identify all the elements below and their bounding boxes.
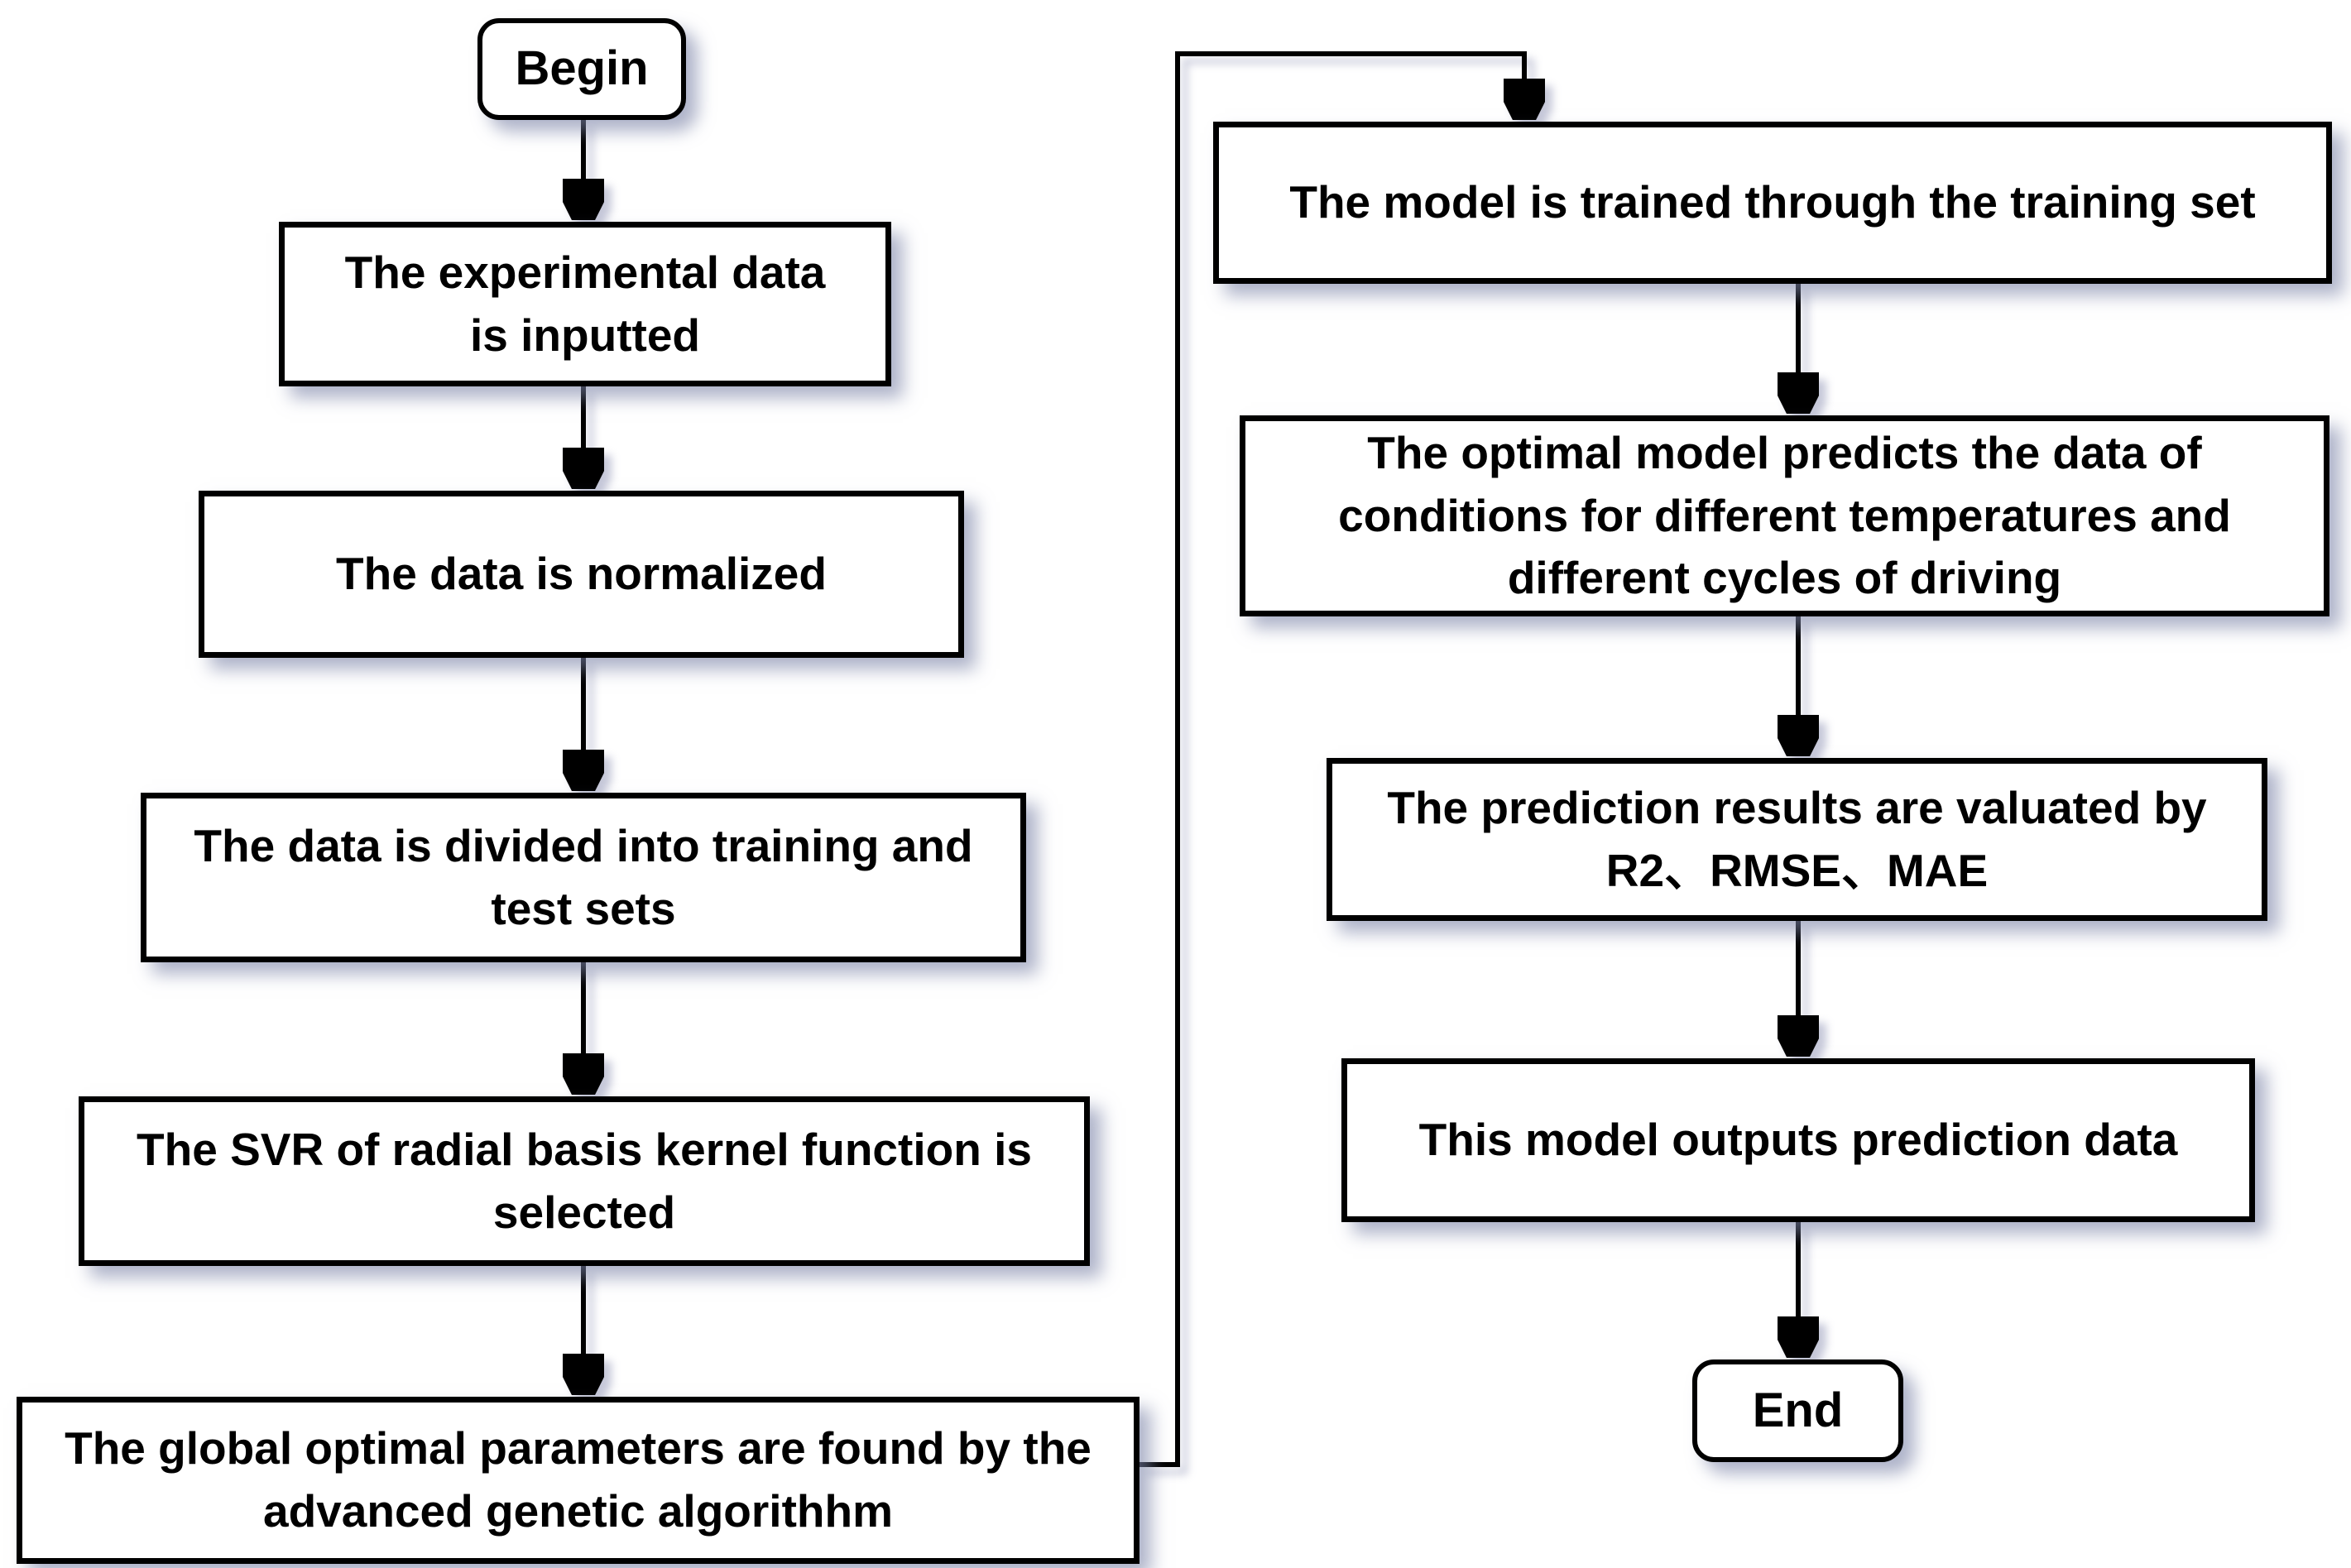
node-experimental-data-inputted: The experimental data is inputted bbox=[279, 222, 891, 386]
node-results-evaluated-r2-rmse-mae: The prediction results are valuated by R… bbox=[1327, 758, 2267, 921]
node-svr-kernel-selected: The SVR of radial basis kernel function … bbox=[79, 1096, 1090, 1266]
node-data-divided-train-test: The data is divided into training and te… bbox=[141, 793, 1026, 962]
node-model-trained-training-set: The model is trained through the trainin… bbox=[1213, 122, 2332, 284]
arrow-ga-to-train-connector bbox=[1140, 51, 1524, 1467]
node-end: End bbox=[1692, 1359, 1903, 1462]
node-global-optimal-parameters-ga: The global optimal parameters are found … bbox=[17, 1397, 1140, 1564]
node-optimal-model-predicts: The optimal model predicts the data of c… bbox=[1240, 415, 2329, 616]
node-model-outputs-prediction-data: This model outputs prediction data bbox=[1341, 1058, 2255, 1222]
node-begin: Begin bbox=[477, 18, 686, 120]
node-data-normalized: The data is normalized bbox=[199, 491, 964, 658]
